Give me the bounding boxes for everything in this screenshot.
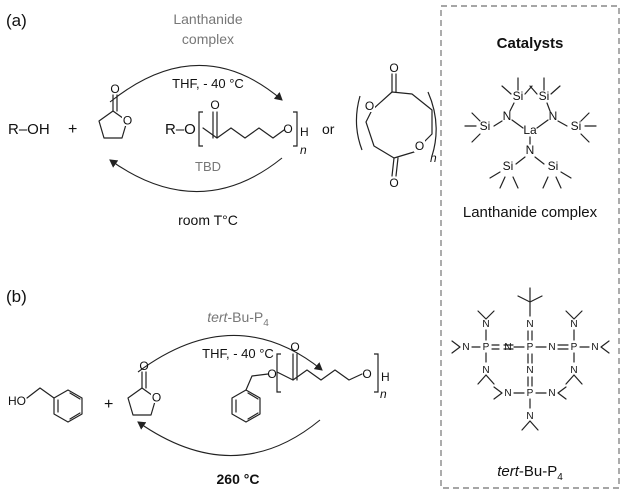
svg-text:O: O	[152, 391, 161, 405]
svg-text:N: N	[526, 319, 533, 330]
panel-a-label: (a)	[6, 11, 27, 30]
svg-text:O: O	[290, 340, 299, 354]
svg-text:N: N	[570, 319, 577, 330]
svg-text:N: N	[548, 342, 555, 353]
svg-text:N: N	[526, 365, 533, 376]
svg-text:N: N	[526, 411, 533, 422]
plus-sign-a: +	[68, 121, 77, 138]
lanthanide-caption: Lanthanide complex	[463, 204, 598, 221]
svg-text:O: O	[389, 176, 398, 190]
polymer-b: O O O H n	[231, 340, 390, 423]
svg-text:Si: Si	[503, 159, 514, 173]
svg-text:n: n	[380, 387, 387, 401]
panel-b-reverse-arrow	[137, 419, 321, 456]
svg-text:P: P	[483, 342, 490, 353]
butyrolactone-b: O O	[127, 359, 162, 416]
svg-text:Si: Si	[480, 119, 491, 133]
svg-text:H: H	[300, 125, 309, 139]
svg-text:O: O	[139, 359, 148, 373]
cyclic-oligomer: O O O O n	[355, 61, 437, 190]
butyrolactone-a: O O	[98, 82, 133, 139]
svg-text:Si: Si	[539, 89, 550, 103]
panel-a-catalyst-top-line1: Lanthanide	[173, 11, 243, 27]
svg-text:N: N	[504, 388, 511, 399]
svg-text:O: O	[365, 99, 374, 113]
panel-a-reverse-arrow	[109, 157, 283, 192]
svg-text:N: N	[462, 342, 469, 353]
lanthanide-complex-structure: La N N N Si Si Si Si Si Si	[464, 77, 597, 189]
panel-a-forward-arrow	[109, 65, 283, 103]
reactant-alcohol: R–OH	[8, 121, 50, 138]
svg-text:N: N	[503, 109, 512, 123]
svg-text:O: O	[267, 367, 276, 381]
panel-a-catalyst-bottom: TBD	[195, 159, 221, 174]
svg-text:La: La	[523, 123, 537, 137]
tert-bu-p4-structure: N P N P N N N N P N N N	[451, 287, 610, 431]
svg-text:Si: Si	[548, 159, 559, 173]
svg-text:O: O	[210, 98, 219, 112]
polymer-a: R–O O O H n	[165, 98, 309, 157]
svg-text:O: O	[389, 61, 398, 75]
svg-text:O: O	[123, 114, 132, 128]
svg-text:P: P	[527, 388, 534, 399]
catalysts-title: Catalysts	[497, 35, 564, 52]
panel-a-catalyst-top-line2: complex	[182, 31, 234, 47]
svg-text:n: n	[430, 151, 437, 165]
svg-text:O: O	[110, 82, 119, 96]
svg-text:N: N	[482, 365, 489, 376]
panel-b-forward-arrow	[137, 335, 323, 373]
panel-b-catalyst-top: tert-Bu-P4	[207, 309, 269, 329]
svg-text:Si: Si	[513, 89, 524, 103]
svg-text:N: N	[548, 388, 555, 399]
panel-b-condition-bottom: 260 °C	[217, 471, 260, 487]
panel-b-condition-top: THF, - 40 °C	[202, 346, 274, 361]
panel-a-condition-top: THF, - 40 °C	[172, 76, 244, 91]
svg-text:O: O	[283, 122, 292, 136]
svg-text:R–O: R–O	[165, 121, 196, 138]
svg-text:P: P	[571, 342, 578, 353]
svg-text:N: N	[526, 143, 535, 157]
panel-a-condition-bottom: room T°C	[178, 212, 238, 228]
panel-b-label: (b)	[6, 287, 27, 306]
or-text: or	[322, 121, 335, 137]
svg-text:N: N	[591, 342, 598, 353]
svg-text:Si: Si	[571, 119, 582, 133]
svg-text:N: N	[549, 109, 558, 123]
svg-text:H: H	[381, 370, 390, 384]
tert-bu-p4-caption: tert-Bu-P4	[497, 463, 563, 483]
svg-text:N: N	[482, 319, 489, 330]
svg-text:HO: HO	[8, 394, 26, 408]
svg-text:n: n	[300, 143, 307, 157]
svg-text:N: N	[570, 365, 577, 376]
svg-text:N: N	[504, 342, 511, 353]
svg-text:P: P	[527, 342, 534, 353]
svg-text:O: O	[362, 367, 371, 381]
plus-sign-b: +	[104, 396, 113, 413]
benzyl-alcohol: HO	[8, 387, 83, 423]
svg-text:O: O	[415, 139, 424, 153]
